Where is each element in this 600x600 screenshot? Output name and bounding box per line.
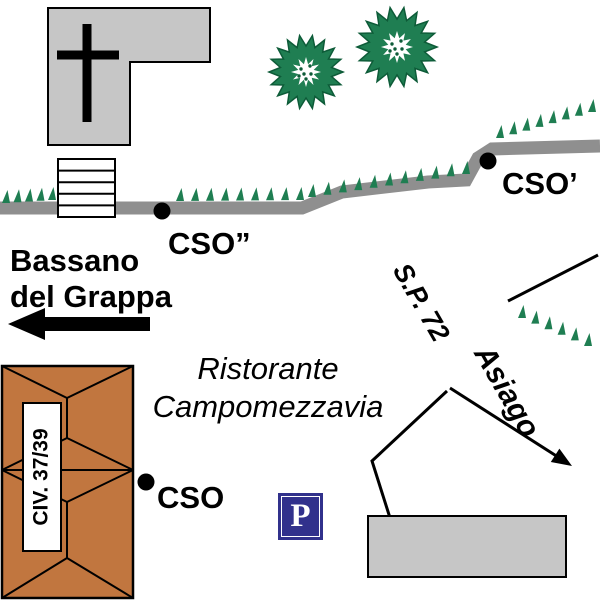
hedge-tuft-icon — [462, 161, 470, 174]
asiago-direction-arrow — [449, 386, 572, 466]
sp72-road-edge-top — [507, 253, 599, 303]
hedge-tuft-icon — [338, 179, 347, 193]
hedge-tuft-icon — [431, 165, 440, 179]
hedge-tuft-icon — [557, 321, 566, 335]
hedge-tuft-icon — [415, 167, 424, 181]
main-road — [0, 139, 600, 215]
cso-marker-dot — [137, 473, 155, 491]
hedge-tuft-icon — [206, 187, 214, 201]
hedge-tuft-icon — [535, 113, 544, 127]
label-ristorante: Ristorante Campomezzavia — [118, 350, 418, 426]
hedge-tuft-icon — [369, 174, 378, 188]
hedge-tuft-icon — [48, 187, 56, 200]
hedge-tuft-icon — [2, 190, 10, 203]
hedge-tuft-icon — [176, 188, 184, 201]
tree-icon — [354, 5, 440, 89]
sp72-road-edge-left — [370, 389, 449, 541]
hedge-tuft-icon — [251, 187, 259, 201]
hedge-tuft-icon — [354, 177, 363, 191]
parking-sign-icon: P — [278, 493, 323, 540]
label-bassano-line1: Bassano — [10, 243, 140, 278]
bassano-direction-arrow — [8, 308, 150, 340]
label-cso-prime: CSO’ — [502, 166, 578, 201]
church-building — [47, 7, 211, 146]
hedge-tuft-icon — [296, 187, 304, 200]
cso-second-marker-dot — [153, 202, 171, 220]
hedge-tuft-icon — [570, 327, 579, 341]
cso-prime-marker-dot — [479, 152, 497, 170]
hedge-tuft-icon — [281, 187, 289, 201]
hedge-tuft-icon — [236, 187, 244, 201]
hedge-tuft-icon — [191, 187, 199, 201]
tree-icon — [266, 33, 346, 111]
church-cross-icon — [57, 24, 119, 122]
hedge-tuft-icon — [584, 333, 592, 346]
hedge-tuft-icon — [266, 187, 274, 201]
parking-letter: P — [290, 498, 311, 534]
building-rect — [367, 515, 567, 578]
hedge-tuft-icon — [574, 102, 583, 116]
hedge-tuft-icon — [518, 305, 526, 318]
hedge-tuft-icon — [561, 106, 570, 120]
label-bassano: Bassano del Grappa — [10, 243, 172, 315]
label-bassano-line2: del Grappa — [10, 279, 172, 314]
hedge-tuft-icon — [221, 187, 229, 201]
civ-address-label: CIV. 37/39 — [22, 402, 62, 552]
label-cso: CSO — [157, 480, 225, 515]
hedge-tuft-icon — [548, 110, 557, 124]
hedge-tuft-icon — [446, 163, 455, 177]
hedge-tuft-icon — [36, 187, 45, 201]
hedge-tuft-icon — [496, 125, 504, 138]
parking-sign-border: P — [281, 496, 320, 537]
hedge-tuft-icon — [588, 99, 596, 112]
hedge-tuft-icon — [25, 188, 33, 202]
hedge-tuft-icon — [400, 170, 409, 184]
hedge-tuft-icon — [323, 181, 332, 195]
hedge-tuft-icon — [544, 316, 553, 330]
hedge-tuft-icon — [509, 121, 518, 135]
hedge-tuft-icon — [308, 184, 316, 197]
hedge-tuft-icon — [531, 310, 540, 324]
vegetation-layer — [2, 5, 596, 346]
hedge-tuft-icon — [522, 117, 531, 131]
stairs-crossing — [57, 158, 116, 218]
label-ristorante-line1: Ristorante — [197, 351, 339, 386]
civ-address-text: CIV. 37/39 — [30, 428, 53, 526]
label-cso-second: CSO” — [168, 226, 251, 261]
hedge-tuft-icon — [13, 189, 22, 203]
label-ristorante-line2: Campomezzavia — [152, 389, 384, 424]
hedge-tuft-icon — [385, 172, 393, 186]
